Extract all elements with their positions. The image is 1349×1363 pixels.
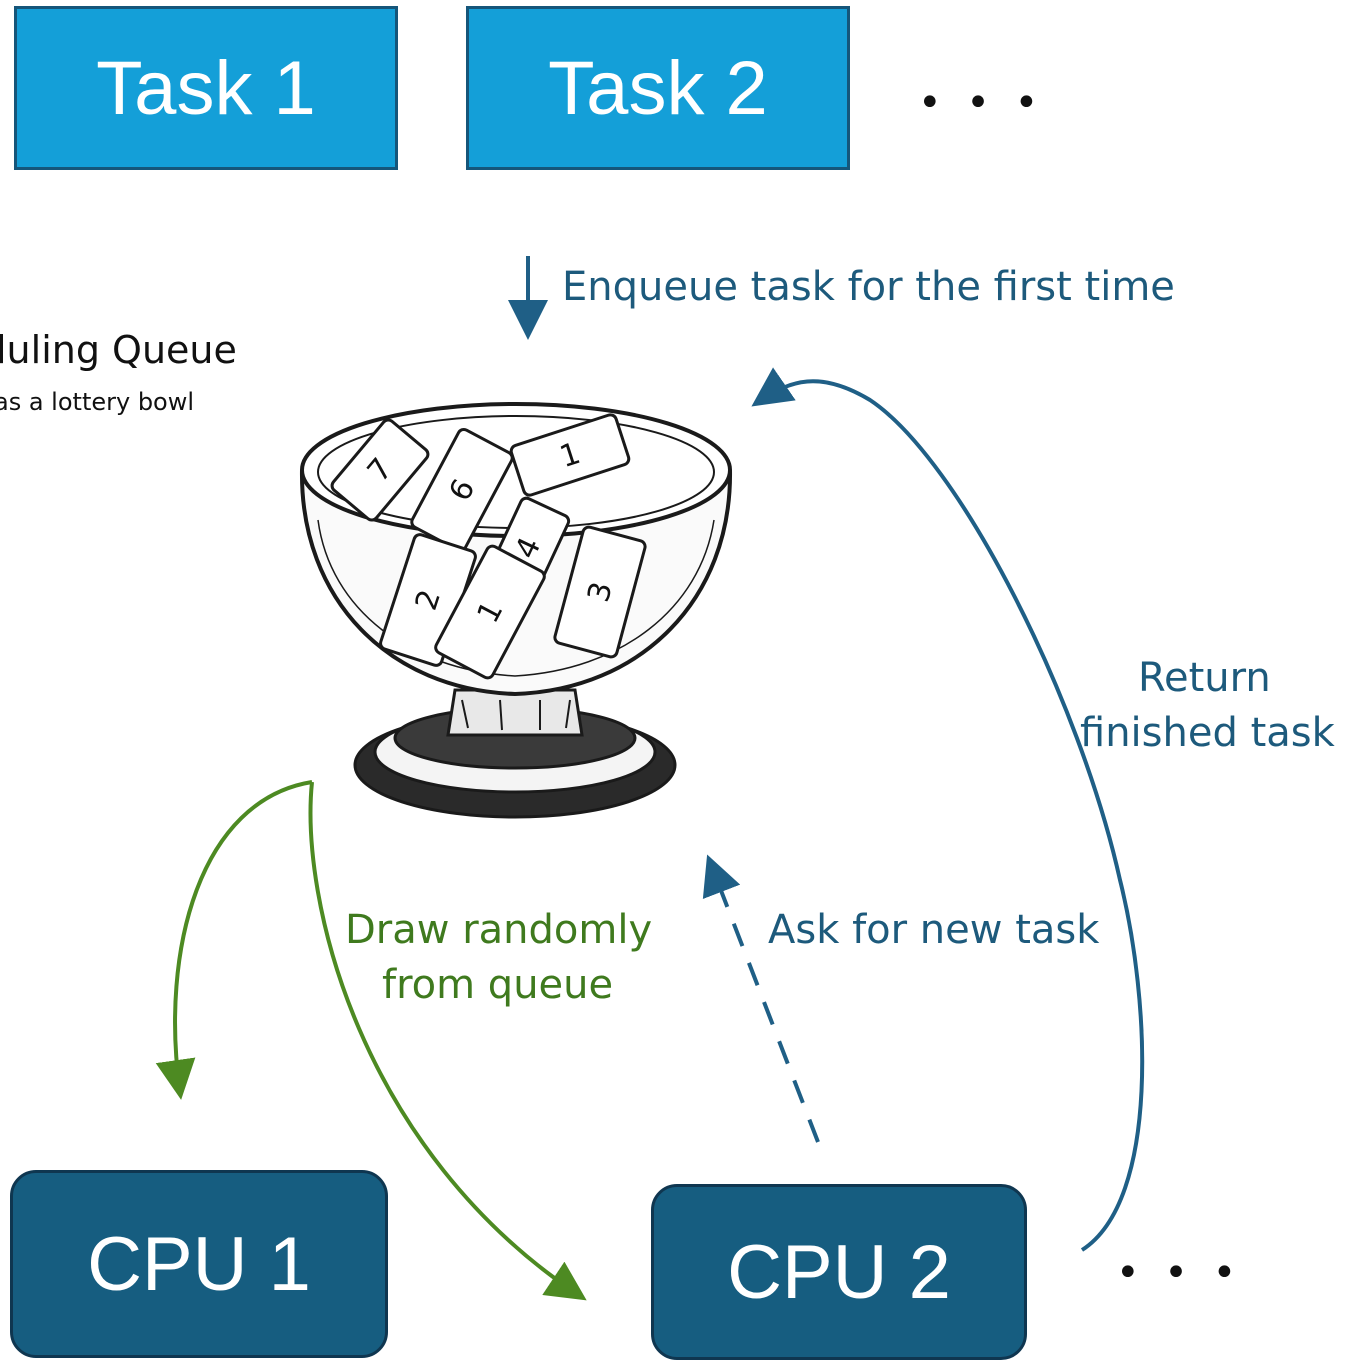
lottery-tickets: 7 6 1 4 2 1 3 (330, 413, 647, 680)
ask-arrow (702, 854, 820, 1143)
task-2-box: Task 2 (466, 6, 850, 170)
ticket-1-top: 1 (509, 413, 631, 497)
draw-label-line2: from queue (382, 962, 614, 1008)
draw-arrow-to-cpu1 (155, 780, 313, 1100)
ticket-3: 3 (553, 525, 647, 659)
cpu-2-box: CPU 2 (651, 1184, 1027, 1360)
ticket-7: 7 (330, 418, 430, 522)
cpu-1-label: CPU 1 (87, 1221, 311, 1307)
ticket-2: 2 (379, 533, 477, 667)
more-cpus-ellipsis: • • • (1116, 1250, 1243, 1296)
task-1-box: Task 1 (14, 6, 398, 170)
cpu-2-label: CPU 2 (727, 1229, 951, 1315)
cpu-1-box: CPU 1 (10, 1170, 388, 1358)
ticket-1-bottom: 1 (434, 544, 546, 680)
return-arrow (751, 367, 1145, 1252)
ask-label: Ask for new task (768, 907, 1100, 953)
queue-subtitle: as a lottery bowl (0, 388, 195, 416)
return-label-line1: Return (1138, 655, 1271, 701)
more-tasks-ellipsis: • • • (918, 80, 1045, 126)
draw-arrow-to-cpu2 (308, 781, 587, 1301)
task-1-label: Task 1 (96, 45, 316, 131)
queue-title: luling Queue (0, 328, 237, 372)
enqueue-label: Enqueue task for the first time (562, 264, 1175, 310)
ticket-6: 6 (410, 427, 514, 553)
task-2-label: Task 2 (548, 45, 768, 131)
return-label-line2: finished task (1080, 710, 1335, 756)
draw-label-line1: Draw randomly (345, 907, 653, 953)
